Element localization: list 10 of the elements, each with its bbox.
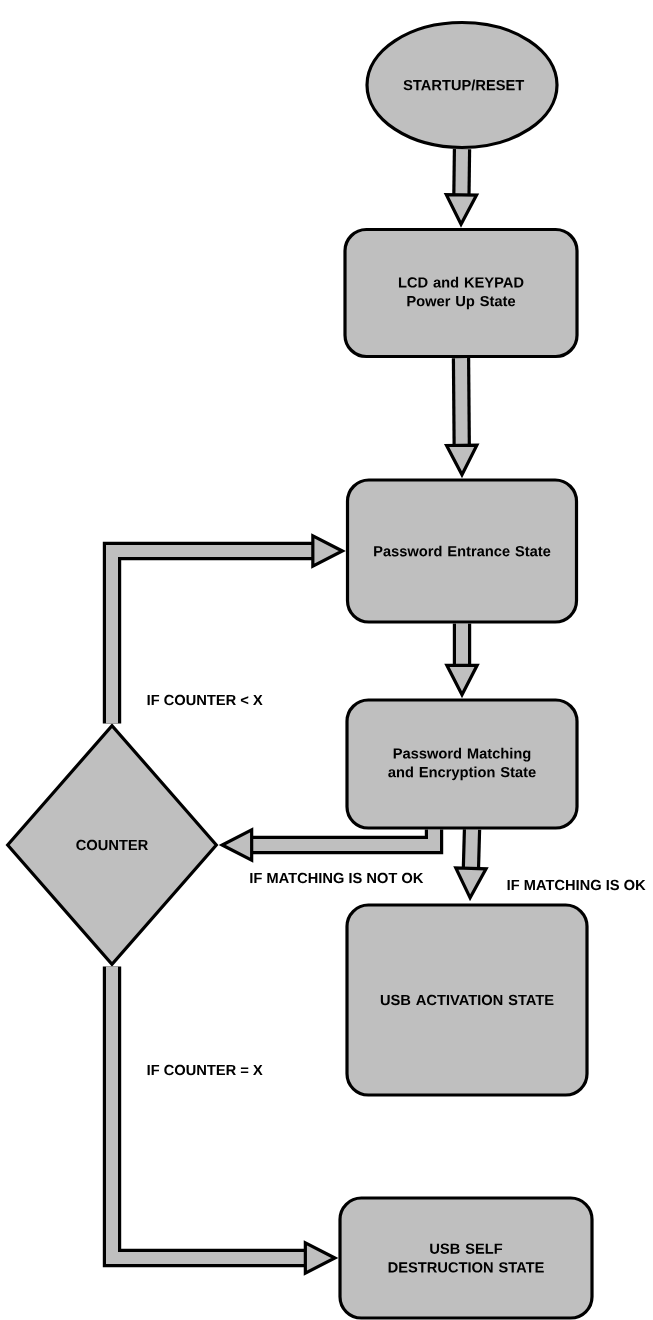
edge-label: IF COUNTER = X: [145, 1063, 265, 1077]
state-box: Password Matching and Encryption State: [345, 698, 579, 830]
state-box: Password Entrance State: [345, 478, 579, 624]
edge-label: IF COUNTER < X: [145, 693, 265, 707]
state-box: USB ACTIVATION STATE: [345, 903, 589, 1097]
state-box: LCD and KEYPAD Power Up State: [343, 227, 579, 359]
edge-label: IF MATCHING IS NOT OK: [248, 871, 425, 885]
state-box: USB SELF DESTRUCTION STATE: [338, 1196, 594, 1320]
edge-label: IF MATCHING IS OK: [505, 878, 647, 892]
ellipse-node: STARTUP/RESET: [365, 20, 559, 150]
